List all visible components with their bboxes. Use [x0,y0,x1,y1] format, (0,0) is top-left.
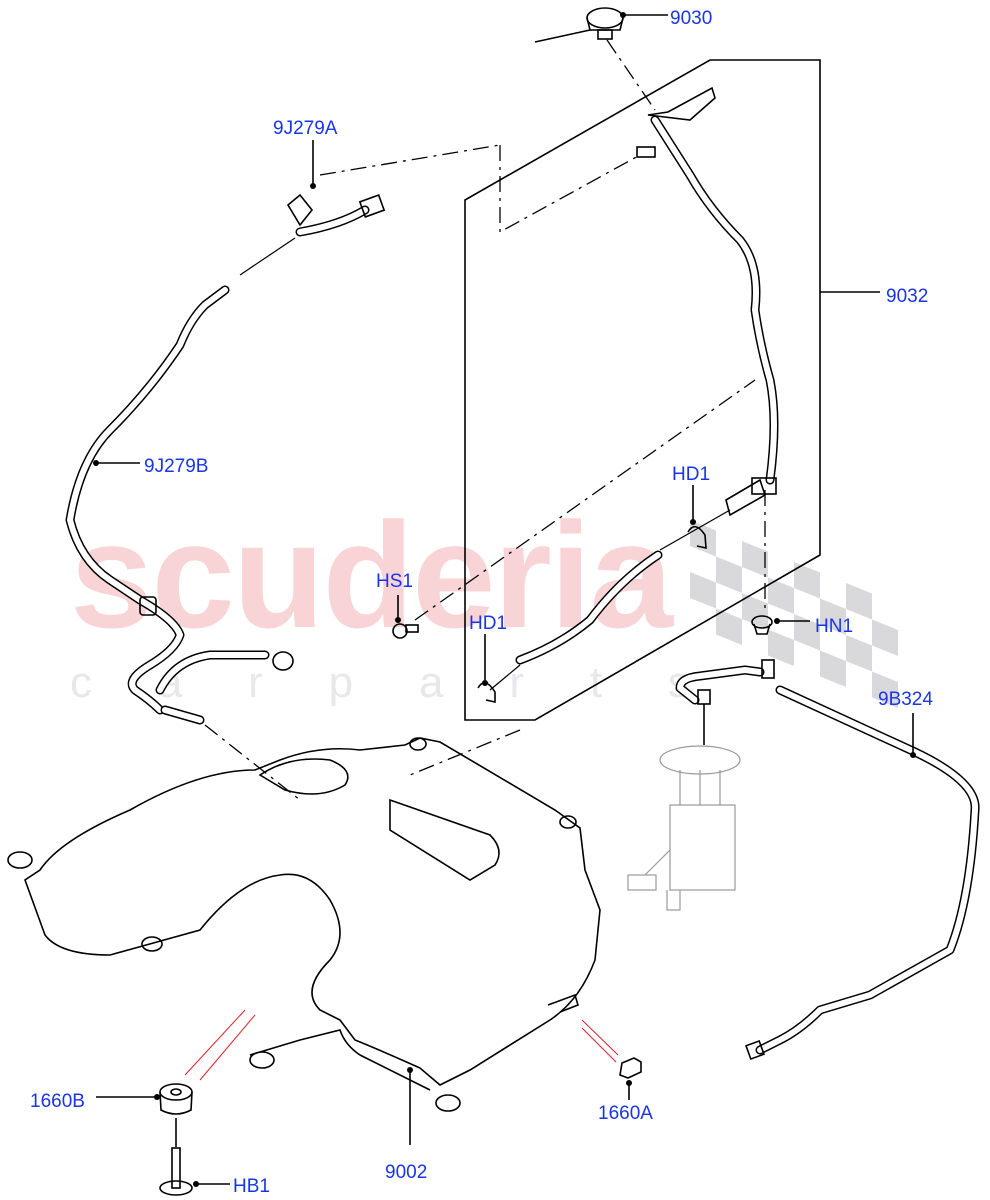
callout-HN1[interactable]: HN1 [815,616,854,637]
callout-1660B[interactable]: 1660B [30,1091,85,1112]
filler-neck-group-box [464,59,821,721]
fuel-tank-icon [7,737,601,1112]
callout-HS1[interactable]: HS1 [376,571,413,592]
insulator-mount-icon [154,1083,193,1115]
callout-9J279B[interactable]: 9J279B [144,456,209,477]
fuel-cap-icon [534,7,624,43]
filler-pipe-lower-icon [515,550,663,665]
fuel-pump-module-icon [627,745,741,911]
callout-HD1-upper[interactable]: HD1 [672,464,711,485]
callout-HB1[interactable]: HB1 [233,1176,270,1197]
callout-9030[interactable]: 9030 [670,8,713,29]
hose-clip-icon [477,680,496,703]
callout-1660A[interactable]: 1660A [598,1103,653,1124]
nut-icon [751,615,780,635]
callout-9032[interactable]: 9032 [886,286,929,307]
bolt-icon [159,1147,199,1196]
callout-9B324[interactable]: 9B324 [878,689,933,710]
callout-HD1-lower[interactable]: HD1 [469,613,508,634]
callout-9002[interactable]: 9002 [385,1162,428,1183]
screw-icon [392,617,419,639]
vapour-line-icon [65,193,386,725]
checkered-flag-watermark-icon [690,520,898,709]
filler-neck-icon [636,86,779,517]
bracket-clip-icon [619,1057,642,1086]
callout-9J279A[interactable]: 9J279A [273,118,338,139]
fuel-feed-line-icon [675,659,980,1060]
hose-clip-icon [687,519,707,550]
